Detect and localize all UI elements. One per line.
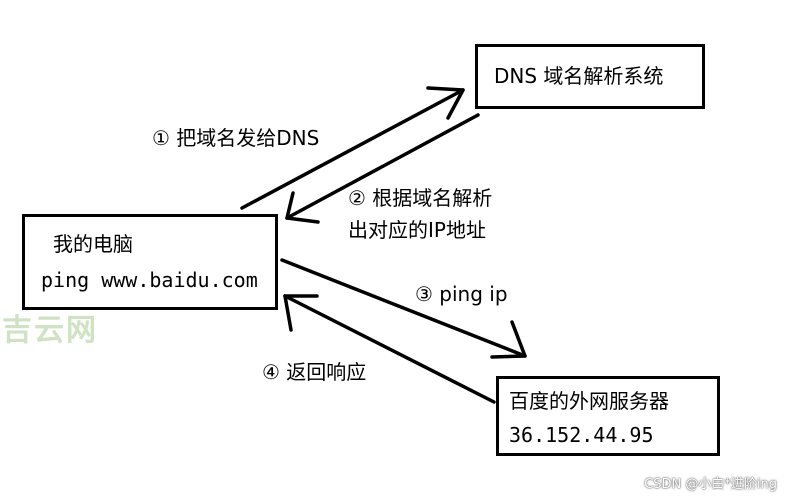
arrow-step3-head <box>490 320 527 359</box>
arrow-step3 <box>280 258 527 358</box>
step4-label: ④ 返回响应 <box>262 360 367 384</box>
dns-node: DNS 域名解析系统 <box>475 44 705 109</box>
arrow-step2 <box>285 113 480 220</box>
arrow-step1 <box>240 88 465 210</box>
arrow-step1-head <box>426 86 465 120</box>
step2-label-line2: 出对应的IP地址 <box>348 218 486 242</box>
arrow-step2-head <box>285 191 320 224</box>
arrow-step4 <box>283 294 496 404</box>
server-node-ip: 36.152.44.95 <box>509 423 654 447</box>
dns-node-label: DNS 域名解析系统 <box>494 64 664 88</box>
computer-node-title: 我的电脑 <box>53 232 133 256</box>
step2-label-line1: ② 根据域名解析 <box>348 186 493 210</box>
arrow-step4-head <box>283 294 319 332</box>
site-watermark: 吉云网 <box>2 313 98 348</box>
step1-label: ① 把域名发给DNS <box>152 126 320 150</box>
computer-node: 我的电脑 ping www.baidu.com <box>22 214 278 310</box>
server-node-title: 百度的外网服务器 <box>509 389 669 413</box>
computer-node-command: ping www.baidu.com <box>41 268 258 292</box>
server-node: 百度的外网服务器 36.152.44.95 <box>496 376 720 456</box>
step3-label: ③ ping ip <box>415 282 508 306</box>
credit-watermark: CSDN @小白*进阶ing <box>644 477 777 492</box>
